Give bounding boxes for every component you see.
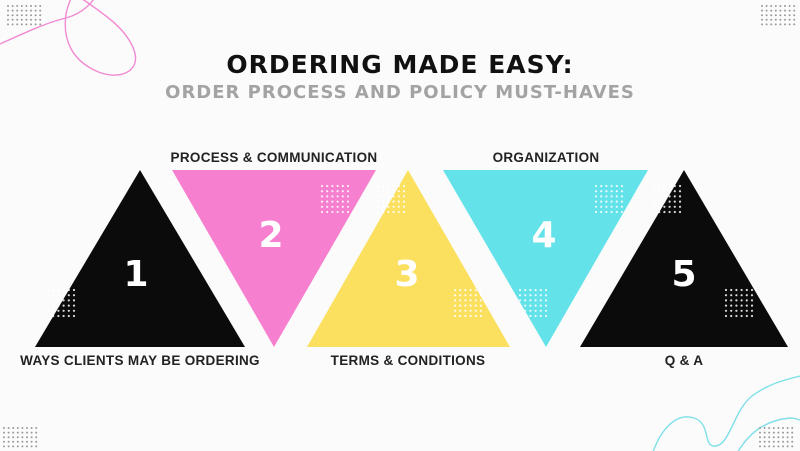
step-4-triangle [443,170,648,347]
slide-subtitle: ORDER PROCESS AND POLICY MUST-HAVES [165,82,635,103]
step-2-triangle [172,170,376,347]
step-3-triangle [307,170,510,347]
step-5-triangle [580,170,788,347]
step-2-number: 2 [258,215,283,256]
step-3-number: 3 [394,254,419,295]
step-5-dot-pattern-2 [724,288,754,318]
step-4-number: 4 [531,215,556,256]
step-3-dot-pattern-2 [453,288,483,318]
step-5-label: Q & A [664,353,704,368]
step-4-label: ORGANIZATION [492,150,600,165]
step-1-number: 1 [123,254,148,295]
step-2-label: PROCESS & COMMUNICATION [170,150,378,165]
step-5-dot-pattern [652,184,682,214]
step-2-dot-pattern [320,184,350,214]
cyan-squiggle [652,375,800,451]
corner-dots-bottom-left [3,427,38,448]
step-1-label: WAYS CLIENTS MAY BE ORDERING [20,353,260,368]
step-4-dot-pattern-2 [518,288,548,318]
corner-dots-top-right [761,5,796,26]
slide-title: ORDERING MADE EASY: [226,50,574,79]
corner-dots-bottom-right [759,427,794,448]
step-1-dot-pattern [46,288,76,318]
step-3-dot-pattern [376,184,406,214]
step-1-triangle [35,170,245,347]
step-3-label: TERMS & CONDITIONS [330,353,486,368]
corner-dots-top-left [7,5,42,26]
step-4-dot-pattern [594,184,624,214]
step-5-number: 5 [671,254,696,295]
pink-squiggle [0,0,137,76]
